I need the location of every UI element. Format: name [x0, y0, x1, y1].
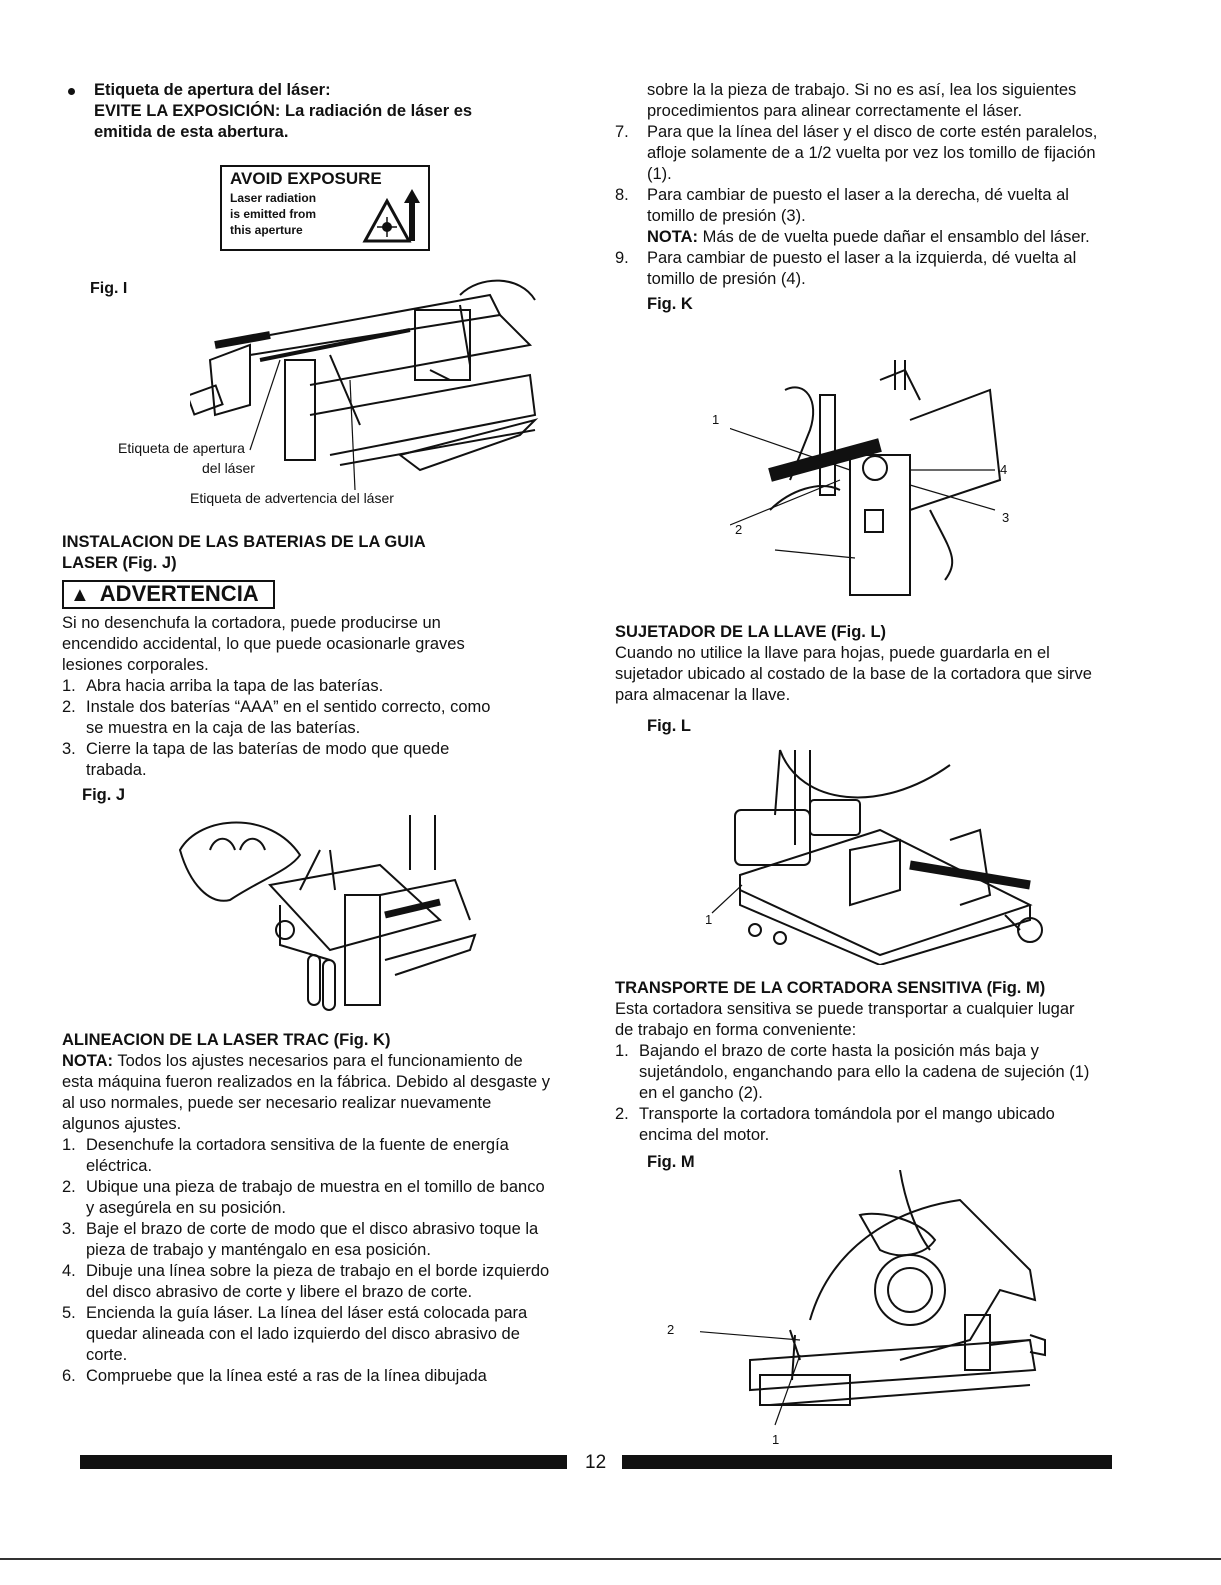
nota-2: NOTA: Más de de vuelta puede dañar el en… [615, 227, 1107, 248]
avoid-line-1: Laser radiation [230, 191, 317, 205]
bullet-title: Etiqueta de apertura del láser: [94, 81, 331, 99]
fig-m-callout-1: 1 [772, 1432, 780, 1447]
fig-k-callout-1: 1 [712, 412, 720, 427]
list-item: 4.Dibuje una línea sobre la pieza de tra… [62, 1262, 550, 1301]
transport-steps: 1.Bajando el brazo de corte hasta la pos… [615, 1041, 1090, 1146]
fig-i-caption-aperture-1: Etiqueta de apertura [118, 440, 245, 456]
warning-text-3: lesiones corporales. [62, 656, 209, 674]
fig-l-illustration [711, 749, 1043, 965]
list-item: 2.Instale dos baterías “AAA” en el senti… [62, 698, 491, 737]
laser-warning-icon [362, 189, 420, 243]
bullet-line-2: emitida de esta abertura. [94, 123, 289, 141]
fig-m-illustration [700, 1170, 1046, 1426]
fig-k-illustration [730, 360, 1002, 596]
warning-triangle-icon: ▲ [70, 584, 90, 606]
list-item: 7.Para que la línea del láser y el disco… [615, 123, 1098, 183]
page-number: 12 [585, 1452, 607, 1473]
avoid-exposure-title: AVOID EXPOSURE [230, 169, 382, 188]
list-item: 2.Ubique una pieza de trabajo de muestra… [62, 1178, 545, 1217]
list-item: 1.Bajando el brazo de corte hasta la pos… [615, 1042, 1090, 1102]
alignment-section-title: ALINEACION DE LA LASER TRAC (Fig. K) [62, 1031, 391, 1049]
fig-k-callout-2: 2 [735, 522, 743, 537]
transport-text: Esta cortadora sensitiva se puede transp… [615, 1000, 1075, 1039]
alignment-section: ALINEACION DE LA LASER TRAC (Fig. K) NOT… [62, 1030, 582, 1387]
list-item: 1.Abra hacia arriba la tapa de las bater… [62, 677, 384, 695]
battery-section: INSTALACION DE LAS BATERIAS DE LA GUIA L… [62, 532, 582, 810]
nota-2-label: NOTA: [647, 228, 699, 246]
fig-m-callout-2: 2 [667, 1322, 675, 1337]
alignment-steps-cont: 7.Para que la línea del láser y el disco… [615, 122, 1105, 227]
wrench-section-title: SUJETADOR DE LA LLAVE (Fig. L) [615, 623, 887, 641]
continued-text: sobre la la pieza de trabajo. Si no es a… [647, 81, 1077, 120]
avoid-exposure-label: AVOID EXPOSURE Laser radiation is emitte… [220, 165, 430, 251]
fig-k-label: Fig. K [647, 295, 693, 313]
left-column: Etiqueta de apertura del láser: EVITE LA… [62, 80, 582, 143]
nota-text: Todos los ajustes necesarios para el fun… [62, 1052, 550, 1133]
bottom-rule [0, 1558, 1221, 1560]
wrench-holder-section: SUJETADOR DE LA LLAVE (Fig. L) Cuando no… [615, 622, 1115, 741]
fig-k-callout-4: 4 [1000, 462, 1008, 477]
avoid-line-2: is emitted from [230, 207, 317, 221]
list-item: 5.Encienda la guía láser. La línea del l… [62, 1304, 528, 1364]
fig-k-callout-3: 3 [1002, 510, 1010, 525]
alignment-steps-cont-2: 9.Para cambiar de puesto el laser a la i… [615, 248, 1105, 290]
fig-i-caption-warning: Etiqueta de advertencia del láser [190, 490, 394, 506]
wrench-text: Cuando no utilice la llave para hojas, p… [615, 644, 1092, 704]
bullet-line-1: EVITE LA EXPOSICIÓN: La radiación de lás… [94, 102, 473, 120]
fig-l-label: Fig. L [647, 717, 691, 735]
fig-i-caption-aperture-2: del láser [202, 460, 255, 476]
list-item: 2.Transporte la cortadora tomándola por … [615, 1105, 1055, 1144]
transport-section: TRANSPORTE DE LA CORTADORA SENSITIVA (Fi… [615, 978, 1115, 1177]
nota-2-text: Más de de vuelta puede dañar el ensamblo… [702, 228, 1090, 246]
right-column: sobre la la pieza de trabajo. Si no es a… [615, 80, 1115, 319]
alignment-note: NOTA: Todos los ajustes necesarios para … [62, 1051, 552, 1135]
fig-i-illustration [190, 279, 539, 491]
footer-bar-right [622, 1455, 1112, 1469]
warning-text-1: Si no desenchufa la cortadora, puede pro… [62, 614, 441, 632]
warning-text-2: encendido accidental, lo que puede ocasi… [62, 635, 465, 653]
fig-j-illustration [178, 815, 477, 1011]
warning-banner: ▲ ADVERTENCIA [62, 580, 275, 609]
list-item: 6.Compruebe que la línea esté a ras de l… [62, 1367, 487, 1385]
list-item: 3.Cierre la tapa de las baterías de modo… [62, 740, 450, 779]
battery-section-title-1: INSTALACION DE LAS BATERIAS DE LA GUIA [62, 533, 426, 551]
nota-label: NOTA: [62, 1052, 114, 1070]
fig-j-label: Fig. J [82, 786, 126, 804]
bullet-icon [68, 88, 75, 95]
warning-label: ADVERTENCIA [99, 581, 259, 606]
fig-l-callout-1: 1 [705, 912, 713, 927]
fig-i-label: Fig. I [90, 280, 128, 297]
battery-section-title-2: LASER (Fig. J) [62, 554, 177, 572]
avoid-line-3: this aperture [230, 223, 303, 237]
list-item: 9.Para cambiar de puesto el laser a la i… [615, 249, 1077, 288]
laser-label-bullet: Etiqueta de apertura del láser: EVITE LA… [62, 80, 582, 143]
list-item: 3.Baje el brazo de corte de modo que el … [62, 1220, 539, 1259]
battery-steps: 1.Abra hacia arriba la tapa de las bater… [62, 676, 512, 781]
list-item: 1.Desenchufe la cortadora sensitiva de l… [62, 1136, 509, 1175]
footer-bar-left [80, 1455, 567, 1469]
alignment-steps: 1.Desenchufe la cortadora sensitiva de l… [62, 1135, 557, 1387]
transport-section-title: TRANSPORTE DE LA CORTADORA SENSITIVA (Fi… [615, 979, 1046, 997]
list-item: 8.Para cambiar de puesto el laser a la d… [615, 186, 1069, 225]
fig-m-label: Fig. M [647, 1153, 695, 1171]
